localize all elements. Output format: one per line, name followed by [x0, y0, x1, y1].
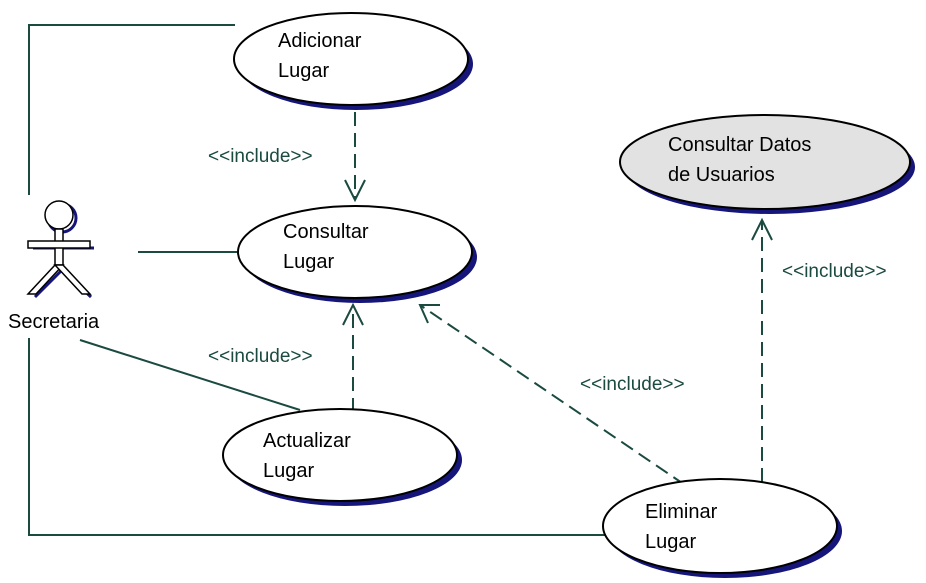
include-line-eliminar-consultar [419, 304, 686, 486]
use-case-label-line1: Consultar Datos [668, 134, 811, 156]
include-labels: <<include>> <<include>> <<include>> <<in… [208, 146, 887, 395]
use-case-consultar-datos-usuarios[interactable]: Consultar Datos de Usuarios [619, 114, 915, 214]
use-case-consultar-lugar[interactable]: Consultar Lugar [237, 205, 477, 303]
use-case-label-line1: Actualizar [263, 430, 351, 452]
use-case-label-line2: Lugar [283, 251, 334, 273]
include-label-actualizar: <<include>> [208, 346, 313, 367]
use-case-label-line2: de Usuarios [668, 164, 775, 186]
use-case-label-line1: Eliminar [645, 501, 718, 523]
association-eliminar [28, 338, 605, 536]
stick-figure-actor-icon [26, 200, 94, 299]
use-case-label-line1: Consultar [283, 221, 369, 243]
use-case-ellipse [237, 205, 473, 299]
use-case-label-line1: Adicionar [278, 30, 362, 52]
use-case-eliminar-lugar[interactable]: Eliminar Lugar [602, 478, 842, 578]
association-actualizar [79, 339, 301, 411]
associations [28, 24, 605, 536]
actor-secretaria[interactable]: Secretaria [8, 200, 100, 333]
include-label-eliminar-consultar: <<include>> [580, 374, 685, 395]
use-case-label-line2: Lugar [278, 60, 329, 82]
use-case-label-line2: Lugar [263, 460, 314, 482]
include-label-adicionar: <<include>> [208, 146, 313, 167]
include-arrowhead-datos [751, 217, 773, 241]
use-case-ellipse [602, 478, 838, 574]
include-label-eliminar-datos: <<include>> [782, 261, 887, 282]
use-case-ellipse [619, 114, 911, 210]
use-case-adicionar-lugar[interactable]: Adicionar Lugar [233, 12, 473, 110]
use-case-ellipse [233, 12, 469, 106]
use-case-label-line2: Lugar [645, 531, 696, 553]
include-dependencies [342, 112, 773, 486]
include-arrowhead-consultar-top [344, 179, 366, 203]
use-case-actualizar-lugar[interactable]: Actualizar Lugar [222, 408, 462, 506]
include-arrowhead-consultar-bottom [342, 302, 364, 326]
use-case-ellipse [222, 408, 458, 502]
include-arrowhead-consultar-right [418, 304, 440, 324]
association-adicionar [28, 24, 235, 195]
actor-name-label: Secretaria [8, 311, 100, 333]
